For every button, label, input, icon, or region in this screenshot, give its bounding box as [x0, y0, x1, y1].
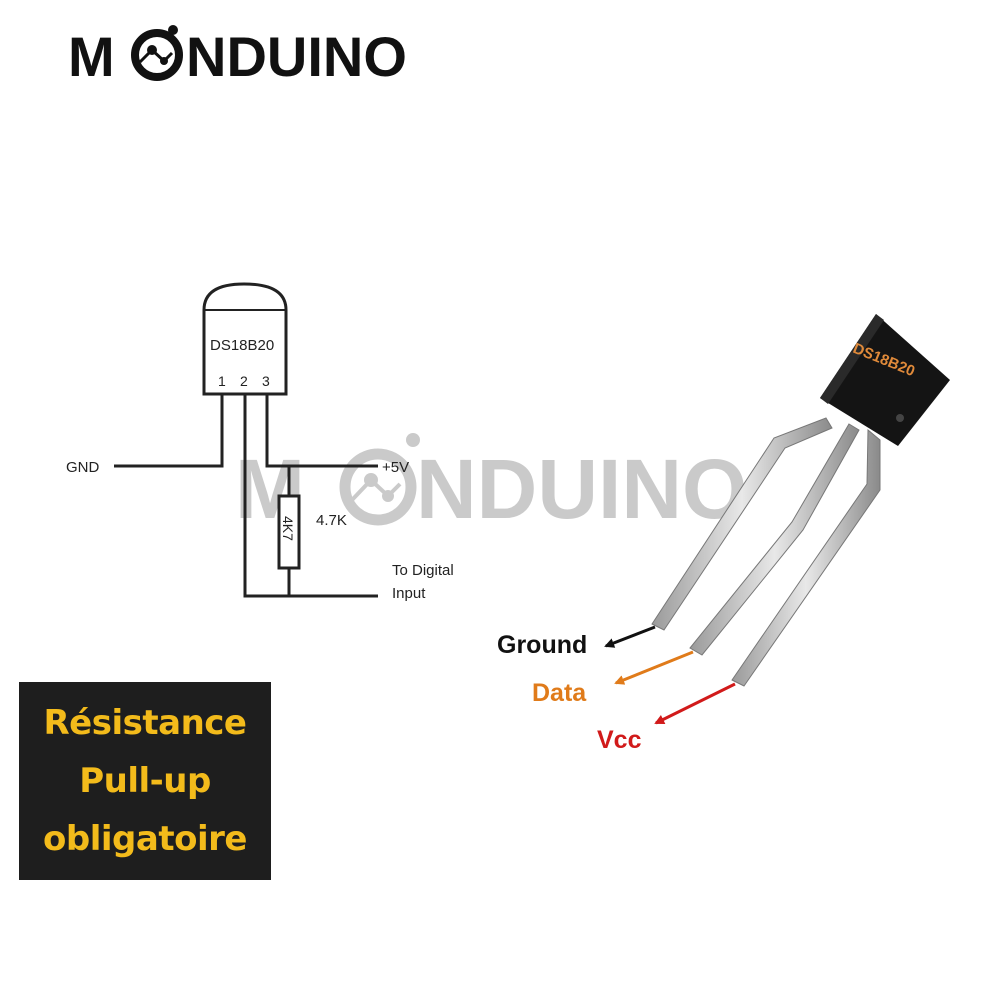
pin-2-wire [243, 394, 378, 598]
ground-arrow [604, 625, 656, 648]
logo-text-rest: NDUINO [186, 25, 407, 88]
pin-1-label: 1 [218, 373, 226, 389]
digital-input-label-line2: Input [392, 585, 426, 602]
note-line-1: Résistance [43, 703, 247, 743]
logo-text-m: M [68, 25, 115, 88]
component-package-dot [896, 414, 904, 422]
leg-ground [651, 417, 833, 631]
resistor-value-label: 4.7K [316, 512, 347, 529]
gnd-label: GND [66, 459, 100, 476]
ground-label: Ground [497, 631, 587, 659]
watermark-logo: M NDUINO [235, 433, 747, 536]
vcc-arrow [654, 682, 736, 725]
sensor-symbol-body [202, 282, 288, 396]
component-package [820, 314, 950, 446]
leg-vcc [731, 428, 881, 687]
digital-input-label-line1: To Digital [392, 562, 454, 579]
note-line-3: obligatoire [43, 819, 247, 859]
pin-3-label: 3 [262, 373, 270, 389]
schematic [114, 282, 378, 598]
data-arrow [614, 650, 694, 685]
sensor-label: DS18B20 [210, 337, 274, 354]
logo-circuit-icon [131, 25, 183, 81]
component-legs [651, 417, 881, 687]
leg-data [689, 423, 860, 656]
watermark-text-rest: NDUINO [416, 442, 747, 536]
vcc-label-callout: Vcc [597, 726, 642, 754]
pullup-note-box: Résistance Pull-up obligatoire [19, 682, 271, 880]
pin-1-wire [114, 394, 224, 468]
schematic-labels: DS18B20 1 2 3 GND +5V 4K7 4.7K To Digita… [66, 337, 454, 602]
watermark-circuit-icon [339, 433, 420, 526]
pin-3-wire [265, 394, 378, 468]
resistor-code-label: 4K7 [280, 516, 296, 541]
data-label: Data [532, 679, 587, 707]
pin-2-label: 2 [240, 373, 248, 389]
brand-logo: M NDUINO [68, 25, 407, 88]
ds18b20-component: DS18B20 Ground Data Vcc [497, 314, 950, 754]
note-line-2: Pull-up [79, 761, 211, 801]
vcc-label: +5V [382, 459, 409, 476]
component-package-top [820, 314, 884, 404]
